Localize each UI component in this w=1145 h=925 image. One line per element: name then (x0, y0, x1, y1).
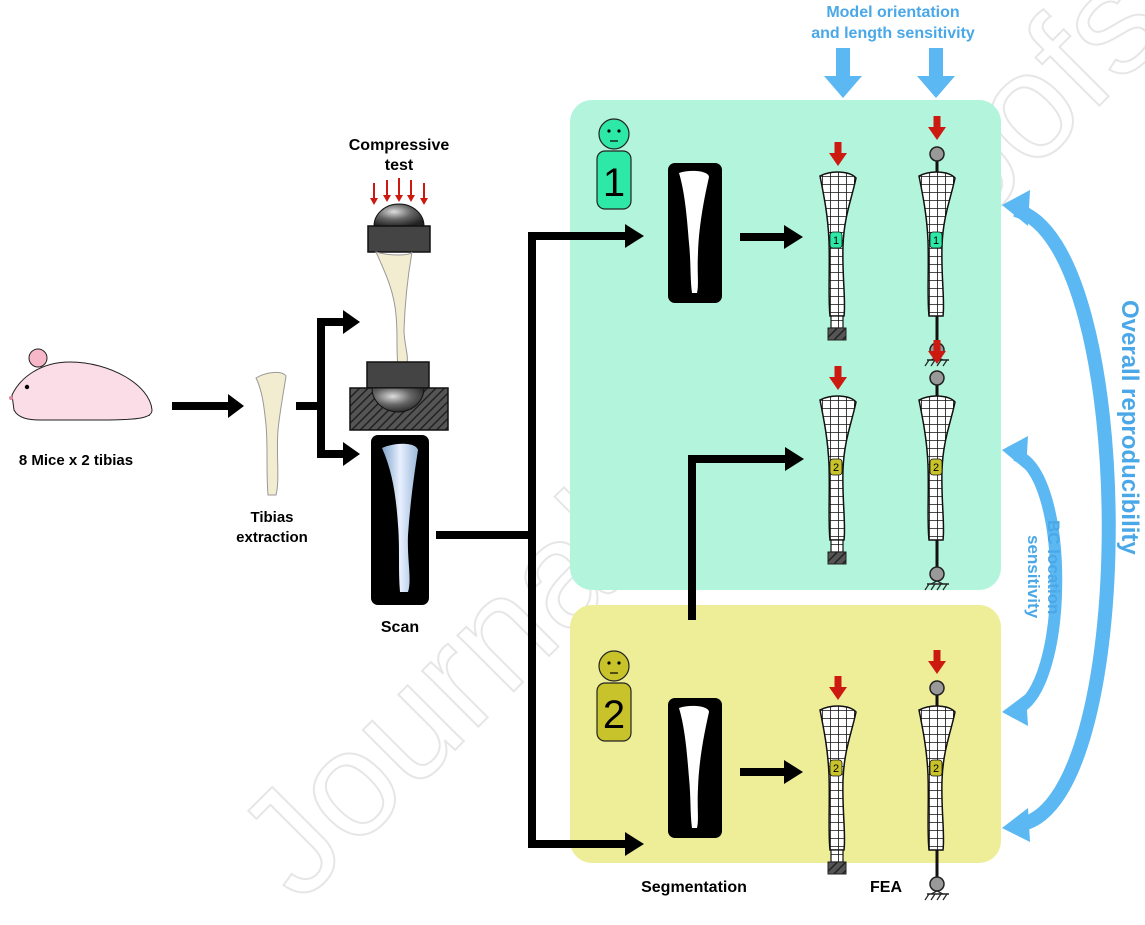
bc-location-label-line2: sensitivity (1024, 535, 1043, 619)
tibias-label-line1: Tibias (250, 509, 293, 526)
seg-to-fea-arrows (740, 225, 803, 784)
operator2-number: 2 (603, 693, 625, 737)
arrow-mouse-to-tibia (172, 394, 244, 418)
bc-location-label-line1: BC location (1044, 520, 1063, 614)
model-tag: 2 (833, 763, 839, 775)
tibia-icon (255, 371, 287, 496)
model-tag: 2 (933, 462, 939, 474)
model-tag: 2 (933, 763, 939, 775)
scan-connectors (436, 224, 804, 856)
operator1-badge (596, 150, 632, 210)
mice-label: 8 Mice x 2 tibias (19, 452, 133, 469)
operator2-badge (596, 682, 632, 742)
model-tag: 1 (833, 235, 839, 247)
overall-reproducibility-arrow (1002, 190, 1116, 842)
model-orientation-label-line2: and length sensitivity (811, 25, 975, 42)
operator1-face-icon (598, 118, 630, 150)
operator2-face-icon (598, 650, 630, 682)
bc-location-arrow (1002, 436, 1063, 726)
tibias-label-line2: extraction (236, 529, 308, 546)
compressive-label-line1: Compressive (349, 137, 450, 154)
model-tag: 2 (833, 462, 839, 474)
orientation-arrows (824, 48, 955, 98)
fea-label: FEA (870, 879, 902, 896)
scan-label: Scan (381, 619, 419, 636)
scan-image-icon (371, 435, 429, 605)
operator1-number: 1 (603, 161, 625, 205)
mouse-icon (9, 348, 153, 421)
branch-connector (296, 310, 360, 466)
model-orientation-label-line1: Model orientation (826, 4, 959, 21)
segmented-bone-icon (668, 163, 722, 303)
compression-rig-icon (349, 178, 449, 431)
segmentation-label: Segmentation (641, 879, 747, 896)
model-tags: 1 1 2 2 2 2 (829, 231, 943, 777)
segmented-bone-icon (668, 698, 722, 838)
overall-reproducibility-label: Overall reproducibility (1116, 300, 1143, 555)
compressive-label-line2: test (385, 157, 414, 174)
model-tag: 1 (933, 235, 939, 247)
